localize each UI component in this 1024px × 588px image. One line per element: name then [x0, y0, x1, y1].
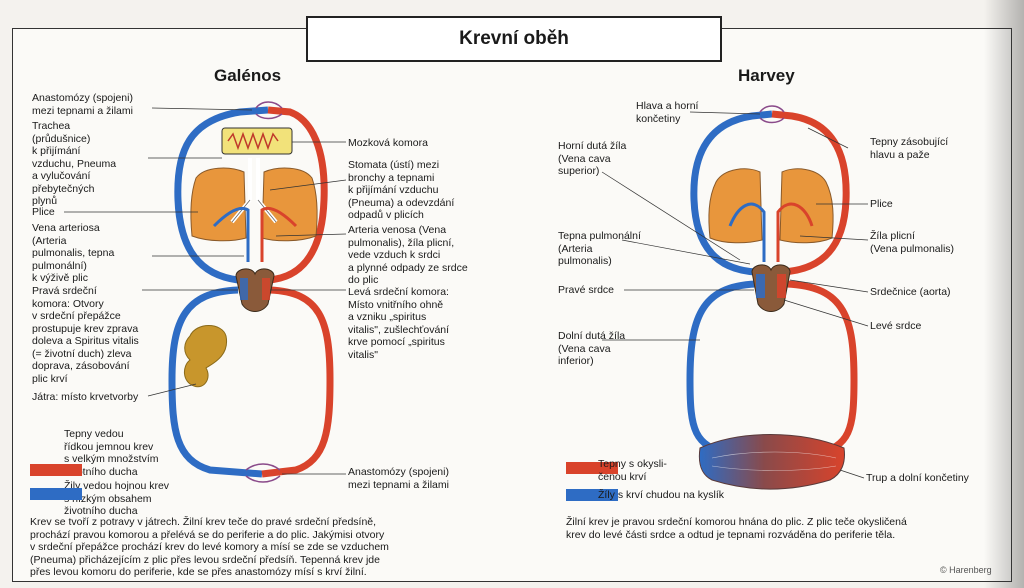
galenos-title: Galénos — [214, 66, 282, 85]
label-harvey-pulmonary-vein: Žíla plicní(Vena pulmonalis) — [870, 230, 955, 255]
galenos-top-capillaries — [255, 101, 283, 120]
legend-galenos-vein-swatch — [30, 488, 82, 500]
label-galenos-anastomoses-top: Anastomózy (spojeni)mezi tepnami a žilam… — [32, 92, 133, 117]
galenos-upper-vein — [174, 106, 269, 284]
legend-harvey-artery-text: Tepny s okysli-čenou krví — [598, 458, 667, 483]
label-galenos-anastomoses-bottom: Anastomózy (spojeni)mezi tepnami a žilam… — [348, 466, 449, 491]
harvey-head-capillaries — [759, 105, 785, 124]
galenos-trachea — [230, 158, 278, 224]
harvey-leader-lines — [601, 111, 869, 479]
galenos-lower-vein — [168, 286, 263, 478]
galenos-diagram — [64, 101, 347, 483]
harvey-lower-vein — [686, 280, 757, 458]
galenos-right-lung — [261, 167, 318, 242]
galenos-upper-artery — [267, 106, 328, 284]
galenos-description: Krev se tvoří z potravy v játrech. Žilní… — [30, 516, 389, 578]
label-harvey-trunk-legs: Trup a dolní končetiny — [866, 472, 969, 484]
harvey-description: Žilní krev je pravou srdeční komorou hná… — [566, 516, 907, 541]
galenos-lower-artery — [261, 286, 334, 478]
galenos-left-lung — [190, 167, 247, 242]
label-harvey-lungs: Plice — [870, 198, 893, 210]
harvey-upper-artery — [771, 110, 850, 276]
legend-harvey-vein-text: Žíly s krví chudou na kyslík — [598, 489, 725, 501]
legend-harvey-vein-swatch — [566, 489, 618, 501]
legend-galenos-artery-swatch — [30, 464, 82, 476]
label-harvey-right-heart: Pravé srdce — [558, 284, 615, 296]
harvey-right-lung — [779, 168, 834, 244]
harvey-diagram — [601, 105, 869, 490]
harvey-left-lung — [708, 168, 763, 244]
main-title: Krevní oběh — [306, 16, 722, 62]
diagram-frame — [12, 28, 1012, 582]
label-galenos-lungs: Plice — [32, 206, 55, 218]
harvey-lower-artery — [785, 280, 858, 458]
galenos-brain-chamber — [221, 127, 293, 155]
label-galenos-liver: Játra: místo krvetvorby — [32, 391, 139, 403]
galenos-liver — [184, 325, 228, 388]
label-galenos-left-ventricle: Levá srdeční komora:Místo vnitřního ohně… — [348, 286, 450, 361]
legend-harvey-artery-swatch — [566, 462, 618, 474]
credit: © Harenberg — [940, 565, 992, 575]
label-harvey-left-heart: Levé srdce — [870, 320, 922, 332]
galenos-leader-lines — [64, 107, 347, 475]
harvey-trunk-capillaries — [698, 434, 845, 490]
page-edge-shadow — [984, 0, 1024, 588]
label-harvey-aorta: Srdečnice (aorta) — [870, 286, 951, 298]
harvey-title: Harvey — [738, 66, 795, 85]
label-galenos-brain-chamber: Mozková komora — [348, 137, 428, 149]
harvey-upper-vein — [690, 110, 773, 276]
galenos-bottom-capillaries — [245, 463, 281, 483]
